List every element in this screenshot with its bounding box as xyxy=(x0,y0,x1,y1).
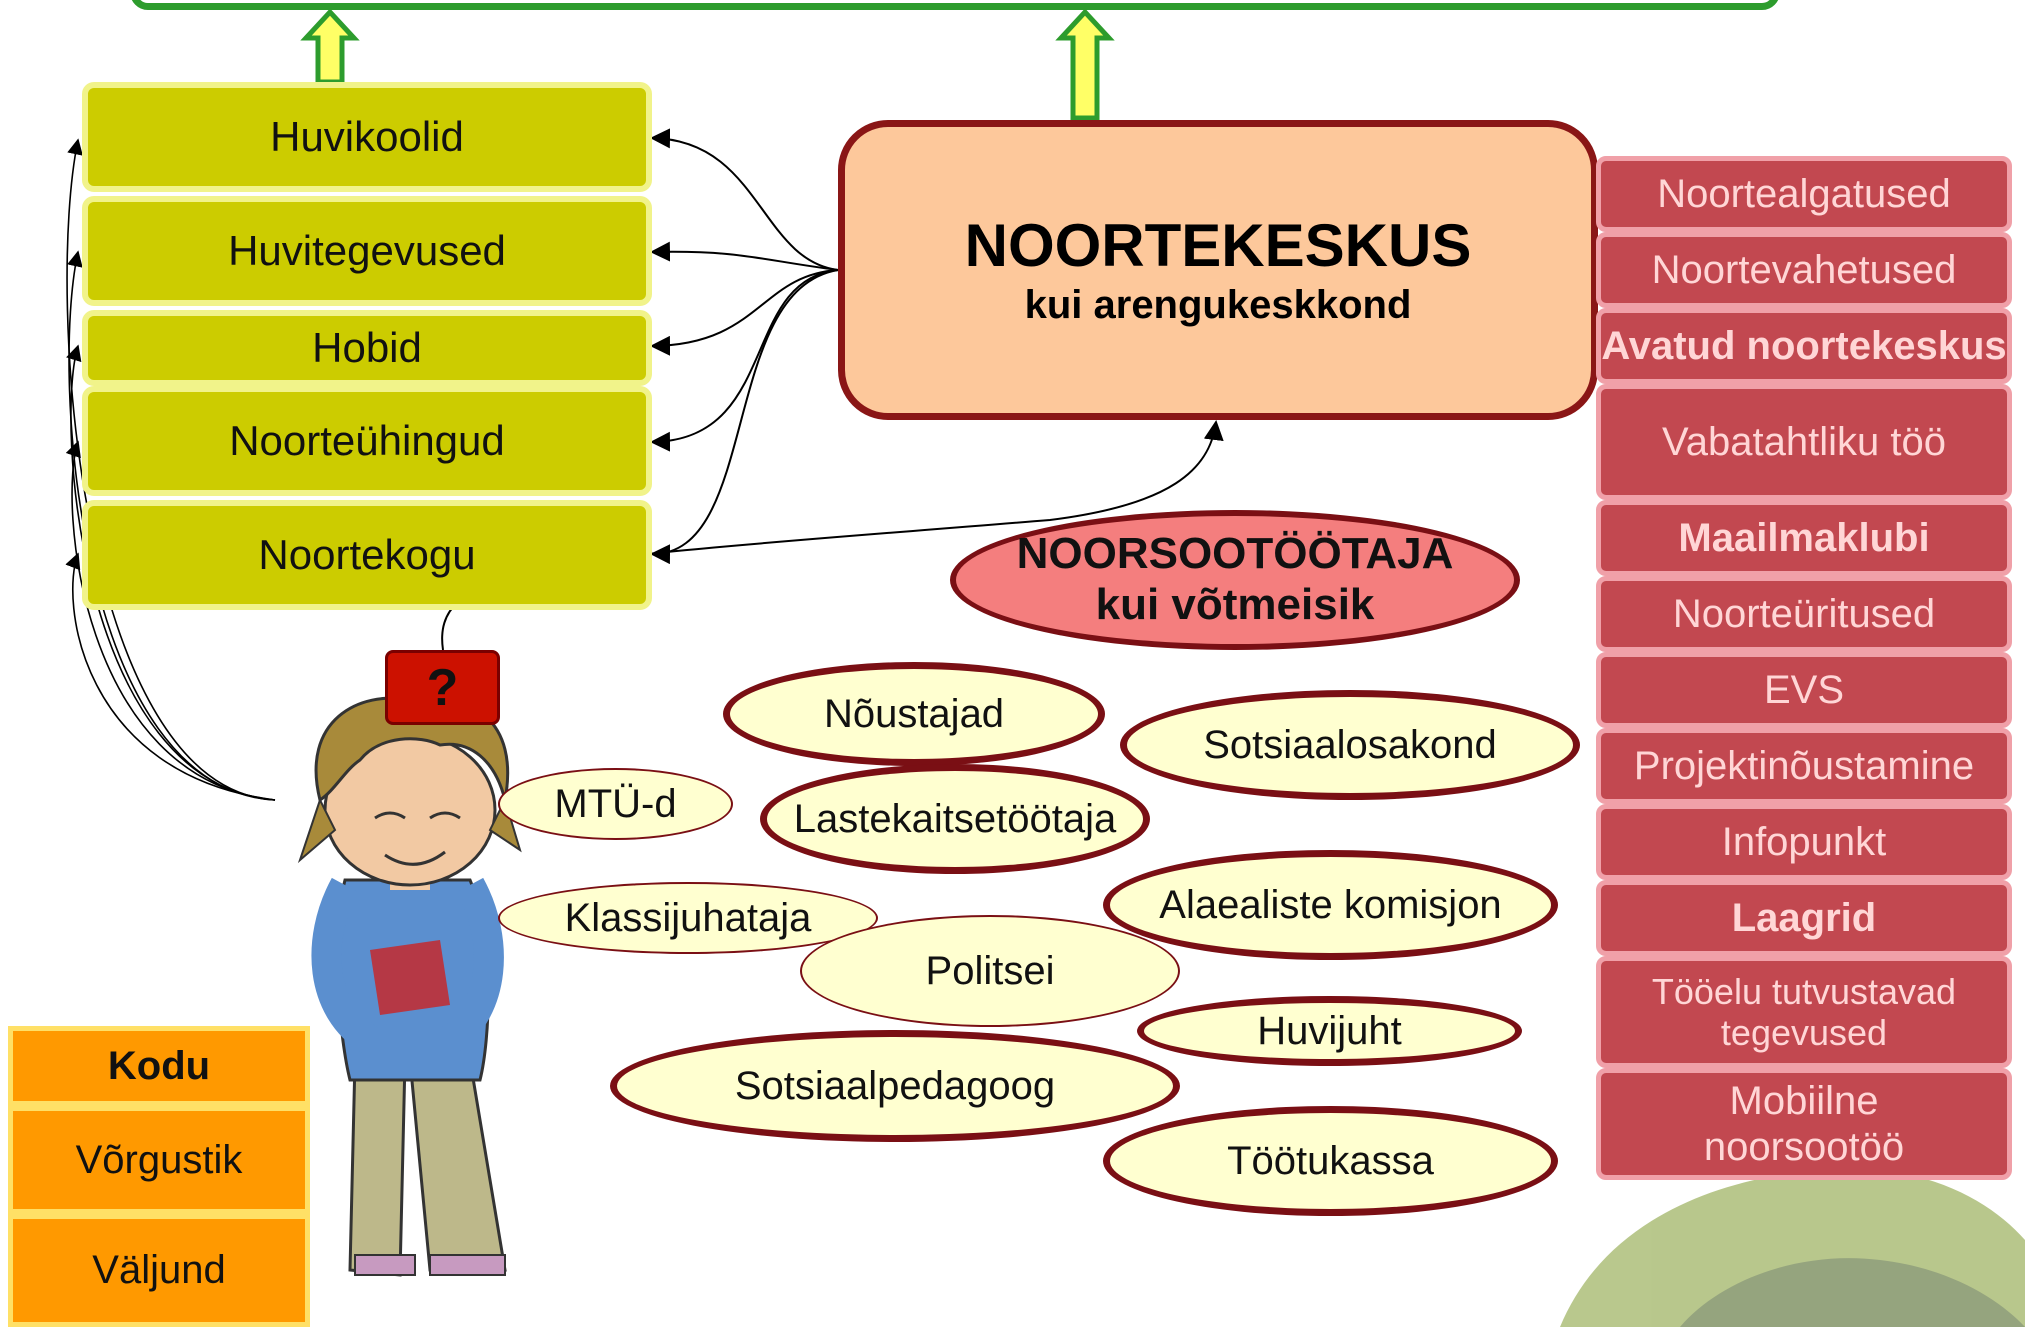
right-item-mobiilne[interactable]: Mobiilne noorsootöö xyxy=(1596,1068,2012,1180)
partner-huvijuht[interactable]: Huvijuht xyxy=(1137,996,1522,1066)
right-item-noortealgatused[interactable]: Noortealgatused xyxy=(1596,156,2012,232)
up-arrow-icon xyxy=(300,8,360,85)
partner-lastekaitsetootaja[interactable]: Lastekaitsetöötaja xyxy=(760,764,1150,874)
partner-tootukassa[interactable]: Töötukassa xyxy=(1103,1106,1558,1216)
bottom-item-valjund[interactable]: Väljund xyxy=(8,1214,310,1327)
key-person-title: NOORSOOTÖÖTAJA xyxy=(1016,529,1454,579)
left-item-huvikoolid[interactable]: Huvikoolid xyxy=(82,82,652,192)
right-item-infopunkt[interactable]: Infopunkt xyxy=(1596,804,2012,880)
key-person-ellipse[interactable]: NOORSOOTÖÖTAJA kui võtmeisik xyxy=(950,510,1520,650)
center-box[interactable]: NOORTEKESKUS kui arengukeskkond xyxy=(838,120,1598,420)
bottom-item-vorgustik[interactable]: Võrgustik xyxy=(8,1106,310,1214)
right-item-tooelu[interactable]: Tööelu tutvustavad tegevused xyxy=(1596,956,2012,1068)
right-item-noortevahetused[interactable]: Noortevahetused xyxy=(1596,232,2012,308)
right-item-evs[interactable]: EVS xyxy=(1596,652,2012,728)
partner-mtu[interactable]: MTÜ-d xyxy=(498,768,733,840)
right-item-vabatahtliku-too[interactable]: Vabatahtliku töö xyxy=(1596,384,2012,500)
bottom-item-kodu[interactable]: Kodu xyxy=(8,1026,310,1106)
partner-sotsiaalosakond[interactable]: Sotsiaalosakond xyxy=(1120,690,1580,800)
partner-alaealiste-komisjon[interactable]: Alaealiste komisjon xyxy=(1103,850,1558,960)
center-subtitle: kui arengukeskkond xyxy=(1024,282,1412,327)
left-item-huvitegevused[interactable]: Huvitegevused xyxy=(82,196,652,306)
right-item-maailmaklubi[interactable]: Maailmaklubi xyxy=(1596,500,2012,576)
right-item-avatud-noortekeskus[interactable]: Avatud noortekeskus xyxy=(1596,308,2012,384)
question-icon[interactable]: ? xyxy=(385,650,500,725)
right-item-projektinoustamine[interactable]: Projektinõustamine xyxy=(1596,728,2012,804)
partner-noustajad[interactable]: Nõustajad xyxy=(723,662,1105,766)
shoe-decoration xyxy=(1560,1168,2025,1327)
partner-klassijuhataja[interactable]: Klassijuhataja xyxy=(498,882,878,954)
person-illustration xyxy=(297,696,522,1277)
left-item-hobid[interactable]: Hobid xyxy=(82,310,652,386)
left-item-noortekogu[interactable]: Noortekogu xyxy=(82,500,652,610)
key-person-subtitle: kui võtmeisik xyxy=(1095,580,1375,629)
up-arrow-icon xyxy=(1055,8,1115,121)
partner-sotsiaalpedagoog[interactable]: Sotsiaalpedagoog xyxy=(610,1030,1180,1142)
right-item-laagrid[interactable]: Laagrid xyxy=(1596,880,2012,956)
center-title: NOORTEKESKUS xyxy=(964,211,1472,279)
left-item-noorteuhingud[interactable]: Noorteühingud xyxy=(82,386,652,496)
partner-politsei[interactable]: Politsei xyxy=(800,915,1180,1027)
right-item-noorteuritused[interactable]: Noorteüritused xyxy=(1596,576,2012,652)
